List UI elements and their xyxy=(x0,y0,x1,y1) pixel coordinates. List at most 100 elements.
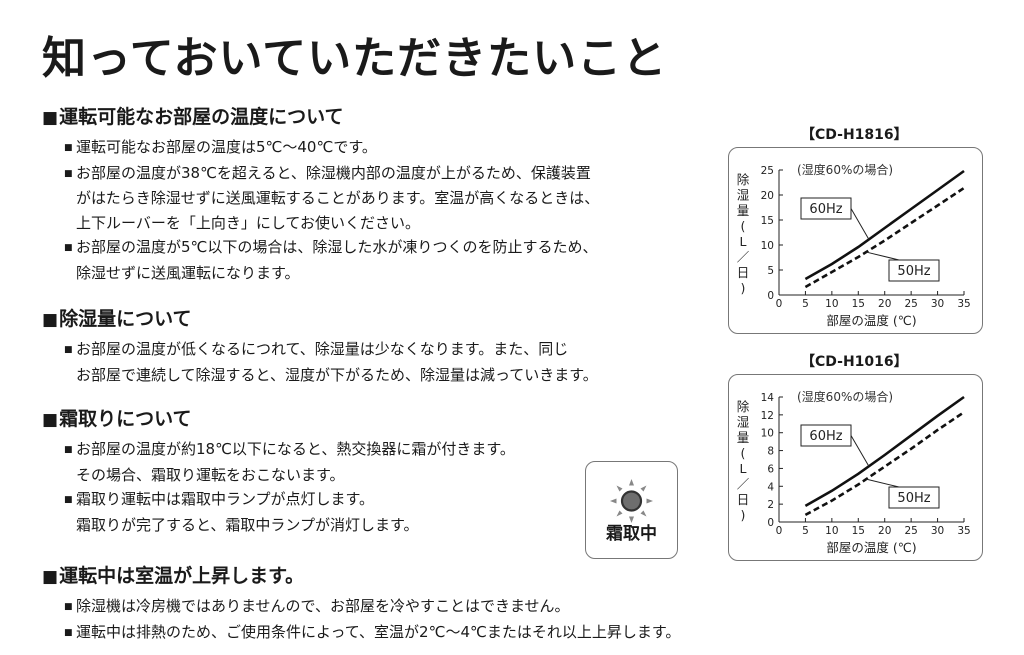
bullet-icon: ■ xyxy=(64,168,73,179)
lamp-label: 霜取中 xyxy=(605,523,657,544)
bullet-icon: ■ xyxy=(64,445,73,455)
y-tick-label: 4 xyxy=(767,481,774,493)
list-item: ■運転中は排熱のため、ご使用条件によって、室温が2℃～4℃またはそれ以上上昇しま… xyxy=(42,620,680,646)
x-tick-label: 30 xyxy=(931,525,944,537)
y-axis-label-char: ( xyxy=(741,446,746,461)
section-heading-text: 運転中は室温が上昇します。 xyxy=(59,565,305,587)
legend-leader-line xyxy=(850,435,870,467)
x-tick-label: 5 xyxy=(802,298,809,310)
y-tick-label: 0 xyxy=(767,517,774,529)
series-line-50hz xyxy=(804,186,965,289)
section-dehumidification-amount: ■除湿量について ■お部屋の温度が低くなるにつれて、除湿量は少なくなります。また… xyxy=(42,304,598,387)
y-tick-label: 5 xyxy=(767,265,774,277)
series-line-60hz xyxy=(804,169,965,281)
bullet-icon: ■ xyxy=(64,495,73,505)
y-tick-label: 0 xyxy=(767,290,774,302)
legend-label-60hz: 60Hz xyxy=(809,429,842,444)
y-axis-label-char: L xyxy=(740,234,747,249)
y-tick-label: 10 xyxy=(761,428,774,440)
bullet-icon: ■ xyxy=(64,143,73,153)
defrost-lamp-icon: 霜取中 xyxy=(605,479,657,544)
y-axis-label-char: 日 xyxy=(737,265,750,280)
bullet-icon: ■ xyxy=(64,243,73,253)
list-item-continued: 霜取りが完了すると、霜取中ランプが消灯します。 xyxy=(42,513,515,538)
y-tick-label: 6 xyxy=(767,463,774,475)
legend-leader-line xyxy=(866,251,900,261)
legend-label-box xyxy=(800,197,852,220)
bullet-icon: ■ xyxy=(64,602,73,612)
item-text: その場合、霜取り運転をおこないます。 xyxy=(76,465,345,484)
legend-label-box xyxy=(800,424,852,447)
item-text: 上下ルーバーを「上向き」にしてお使いください。 xyxy=(76,213,420,232)
x-tick-label: 30 xyxy=(931,298,944,310)
x-tick-label: 0 xyxy=(776,525,783,537)
legend-leader-line xyxy=(850,208,870,240)
list-item-continued: その場合、霜取り運転をおこないます。 xyxy=(42,463,515,488)
section-heading: ■霜取りについて xyxy=(42,404,515,431)
item-list: ■お部屋の温度が約18℃以下になると、熱交換器に霜が付きます。 その場合、霜取り… xyxy=(42,437,515,537)
y-axis-label-char: ) xyxy=(741,508,746,523)
y-axis-label-char: 量 xyxy=(737,203,750,218)
list-item: ■お部屋の温度が5℃以下の場合は、除湿した水が凍りつくのを防止するため、 xyxy=(42,235,599,261)
y-tick-label: 20 xyxy=(761,190,774,202)
y-axis-label-char: ／ xyxy=(737,250,750,265)
list-item-continued: お部屋で連続して除湿すると、湿度が下がるため、除湿量は減っていきます。 xyxy=(42,363,598,388)
list-item: ■お部屋の温度が38℃を超えると、除湿機内部の温度が上がるため、保護装置 xyxy=(42,161,599,187)
x-tick-label: 20 xyxy=(878,298,891,310)
list-item-continued: 除湿せずに送風運転になります。 xyxy=(42,261,599,286)
list-item: ■運転可能なお部屋の温度は5℃～40℃です。 xyxy=(42,135,599,161)
legend-leader-line xyxy=(866,478,900,488)
item-text: お部屋の温度が38℃を超えると、除湿機内部の温度が上がるため、保護装置 xyxy=(76,163,591,182)
y-tick-label: 15 xyxy=(761,215,774,227)
chart-title-1016: 【CD-H1016】 xyxy=(801,354,908,370)
x-tick-label: 35 xyxy=(957,525,970,537)
list-item-continued: 上下ルーバーを「上向き」にしてお使いください。 xyxy=(42,211,599,236)
item-list: ■運転可能なお部屋の温度は5℃～40℃です。 ■お部屋の温度が38℃を超えると、… xyxy=(42,135,599,285)
y-axis-label-char: 湿 xyxy=(737,188,750,203)
y-tick-label: 25 xyxy=(761,165,774,177)
section-heading-text: 霜取りについて xyxy=(59,408,192,430)
section-heading-text: 除湿量について xyxy=(59,308,192,330)
x-tick-label: 0 xyxy=(776,298,783,310)
legend-label-box xyxy=(888,259,940,282)
list-item: ■お部屋の温度が約18℃以下になると、熱交換器に霜が付きます。 xyxy=(42,437,515,463)
x-tick-label: 20 xyxy=(878,525,891,537)
x-axis-label: 部屋の温度 (℃) xyxy=(826,313,916,328)
list-item: ■霜取り運転中は霜取中ランプが点灯します。 xyxy=(42,487,515,513)
section-room-temperature-rise: ■ 運転中は室温が上昇します。 ■除湿機は冷房機ではありませんので、お部屋を冷やす… xyxy=(42,561,680,645)
item-text: がはたらき除湿せずに送風運転することがあります。室温が高くなるときは、 xyxy=(76,189,600,207)
section-heading-text: 運転可能なお部屋の温度について xyxy=(59,106,344,128)
defrost-lamp-panel: 霜取中 xyxy=(585,461,678,559)
y-axis-label-char: 除 xyxy=(737,399,750,414)
item-text: 除湿せずに送風運転になります。 xyxy=(76,263,300,282)
square-bullet-icon: ■ xyxy=(42,410,59,430)
item-text: 霜取り運転中は霜取中ランプが点灯します。 xyxy=(76,490,375,508)
x-tick-label: 5 xyxy=(802,525,809,537)
section-operating-temperature: ■運転可能なお部屋の温度について ■運転可能なお部屋の温度は5℃～40℃です。 … xyxy=(42,102,599,285)
item-text: 運転中は排熱のため、ご使用条件によって、室温が2℃～4℃またはそれ以上上昇します… xyxy=(76,622,681,641)
section-heading: ■除湿量について xyxy=(42,304,598,331)
chart-title-1816: 【CD-H1816】 xyxy=(801,127,908,143)
legend-label-50hz: 50Hz xyxy=(897,264,930,279)
y-tick-label: 10 xyxy=(761,240,774,252)
y-tick-label: 2 xyxy=(767,499,774,511)
y-axis-label-char: ／ xyxy=(737,477,750,492)
x-axis-label: 部屋の温度 (℃) xyxy=(826,540,916,555)
list-item-continued: がはたらき除湿せずに送風運転することがあります。室温が高くなるときは、 xyxy=(42,186,599,211)
x-tick-label: 25 xyxy=(904,525,917,537)
y-axis-label-char: ( xyxy=(741,219,746,234)
legend-label-50hz: 50Hz xyxy=(897,491,930,506)
legend-label-60hz: 60Hz xyxy=(809,202,842,217)
y-axis-label-char: 湿 xyxy=(737,415,750,430)
y-axis-label-char: 量 xyxy=(737,430,750,445)
item-text: 霜取りが完了すると、霜取中ランプが消灯します。 xyxy=(76,515,419,534)
square-bullet-icon: ■ xyxy=(42,108,59,128)
bullet-icon: ■ xyxy=(64,345,73,355)
series-line-50hz xyxy=(804,411,965,517)
item-text: お部屋で連続して除湿すると、湿度が下がるため、除湿量は減っていきます。 xyxy=(76,365,598,384)
list-item: ■除湿機は冷房機ではありませんので、お部屋を冷やすことはできません。 xyxy=(42,594,680,620)
legend-label-box xyxy=(888,486,940,509)
